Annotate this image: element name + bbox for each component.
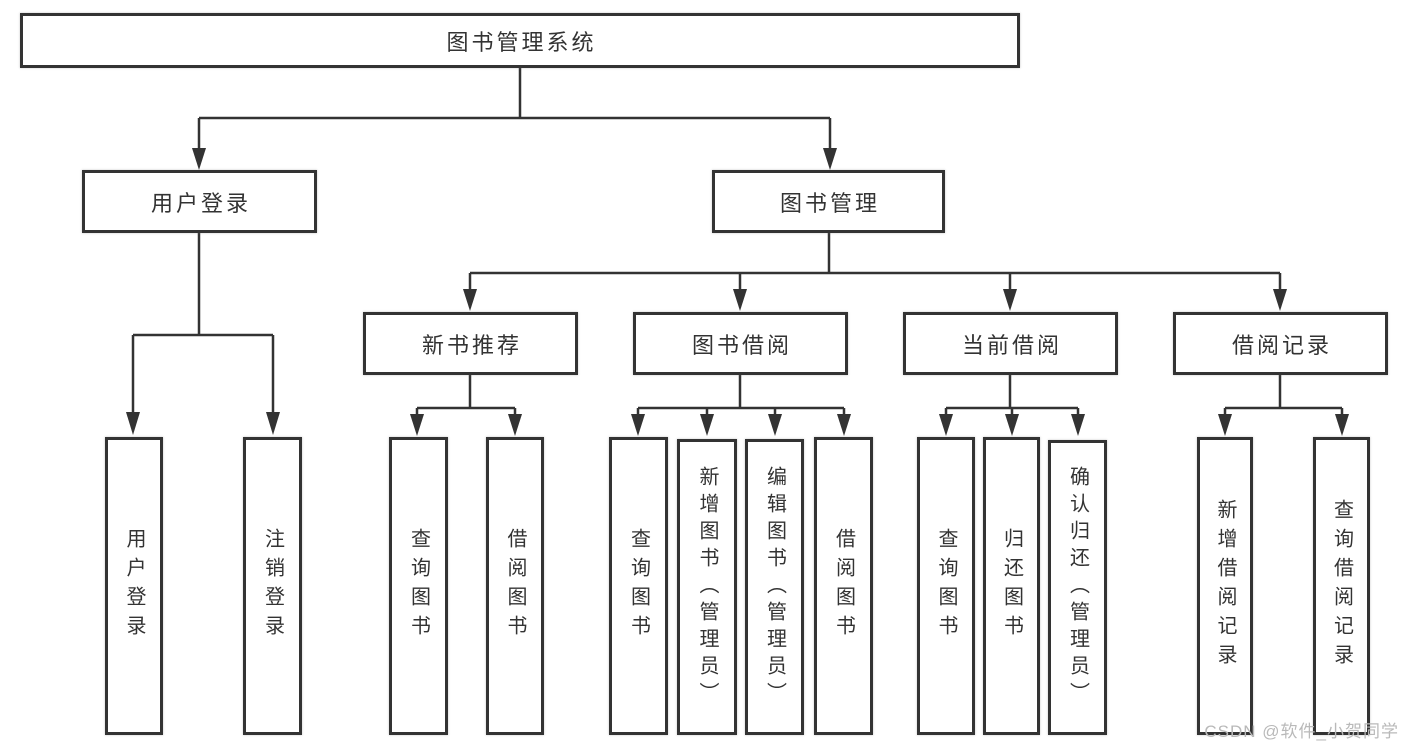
leaf-borrow-books-borrow-label: 借阅图书 <box>832 528 855 644</box>
node-book-borrow: 图书借阅 <box>633 312 848 375</box>
node-book-management: 图书管理 <box>712 170 945 233</box>
leaf-user-login-label: 用户登录 <box>123 528 145 644</box>
leaf-query-books-borrow-label: 查询图书 <box>627 528 650 644</box>
node-root-system: 图书管理系统 <box>20 13 1020 68</box>
leaf-borrow-books-recommend-label: 借阅图书 <box>504 528 526 644</box>
leaf-query-books-recommend-label: 查询图书 <box>407 528 430 644</box>
leaf-confirm-return-admin: 确认归还（管理员） <box>1048 440 1107 735</box>
node-root-label: 图书管理系统 <box>446 29 597 55</box>
csdn-watermark: CSDN @软件_小贺同学 <box>1204 722 1399 741</box>
leaf-user-login: 用户登录 <box>105 437 163 735</box>
leaf-add-book-admin-label: 新增图书（管理员） <box>696 465 718 709</box>
node-current-borrow: 当前借阅 <box>903 312 1118 375</box>
leaf-confirm-return-admin-label: 确认归还（管理员） <box>1066 466 1089 709</box>
leaf-query-books-recommend: 查询图书 <box>389 437 448 735</box>
leaf-add-borrow-record: 新增借阅记录 <box>1197 437 1253 735</box>
node-new-book-recommend-label: 新书推荐 <box>421 332 522 358</box>
leaf-add-book-admin: 新增图书（管理员） <box>677 439 737 735</box>
node-user-login: 用户登录 <box>82 170 317 233</box>
leaf-borrow-books-recommend: 借阅图书 <box>486 437 544 735</box>
leaf-edit-book-admin: 编辑图书（管理员） <box>745 439 804 735</box>
node-current-borrow-label: 当前借阅 <box>961 332 1062 358</box>
node-new-book-recommend: 新书推荐 <box>363 312 578 375</box>
node-borrow-records-label: 借阅记录 <box>1231 332 1332 358</box>
leaf-return-book: 归还图书 <box>983 437 1040 735</box>
node-borrow-records: 借阅记录 <box>1173 312 1388 375</box>
leaf-logout: 注销登录 <box>243 437 302 735</box>
leaf-query-books-current-label: 查询图书 <box>935 528 957 644</box>
node-book-borrow-label: 图书借阅 <box>691 332 792 358</box>
leaf-borrow-books-borrow: 借阅图书 <box>814 437 873 735</box>
node-book-management-label: 图书管理 <box>779 190 880 216</box>
leaf-return-book-label: 归还图书 <box>1000 528 1023 644</box>
leaf-add-borrow-record-label: 新增借阅记录 <box>1214 499 1236 673</box>
leaf-query-borrow-record-label: 查询借阅记录 <box>1330 499 1353 673</box>
leaf-logout-label: 注销登录 <box>261 528 284 644</box>
node-user-login-label: 用户登录 <box>150 190 251 216</box>
leaf-edit-book-admin-label: 编辑图书（管理员） <box>763 465 786 709</box>
leaf-query-books-current: 查询图书 <box>917 437 975 735</box>
leaf-query-borrow-record: 查询借阅记录 <box>1313 437 1370 735</box>
leaf-query-books-borrow: 查询图书 <box>609 437 668 735</box>
